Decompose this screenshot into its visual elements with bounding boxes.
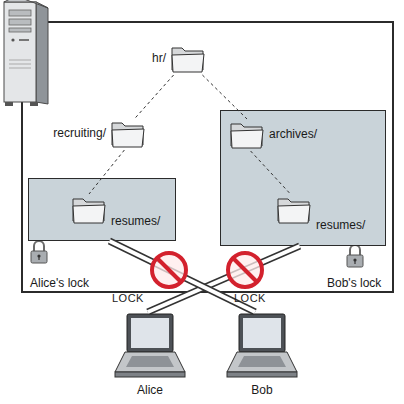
prohibition-sign-part [152, 253, 186, 287]
laptop-keyboard [126, 356, 174, 367]
padlock-icon-part [38, 256, 39, 260]
hierarchy-line [202, 75, 247, 119]
edge-label: LOCK [112, 292, 144, 305]
lock-region: Alice's lockresumes/ [28, 178, 176, 241]
folder-node: archives/ [229, 119, 265, 151]
node-label: Alice [112, 383, 188, 397]
server-tower-part [5, 102, 13, 106]
connector-stroke [202, 75, 247, 119]
folder-front [112, 129, 144, 147]
node-label: resumes/ [111, 214, 160, 228]
connector-stroke [148, 246, 300, 312]
prohibition-sign-part [228, 253, 262, 287]
server-tower-part [9, 68, 31, 69]
laptop-lid [127, 314, 173, 352]
node-label: hr/ [152, 51, 166, 65]
folder-icon [276, 194, 312, 226]
server-tower-part [9, 10, 31, 16]
server-tower-part [9, 64, 31, 65]
folder-icon [71, 194, 107, 226]
laptop-screen [131, 318, 169, 348]
folder-icon [170, 43, 206, 75]
laptop-icon [112, 312, 188, 382]
padlock-icon [31, 241, 47, 263]
laptop-keyboard [238, 356, 286, 367]
server-tower-part [9, 19, 31, 25]
server-tower-part [4, 2, 36, 102]
laptop-lid [239, 314, 285, 352]
lock-request-line [148, 246, 300, 312]
folder-front [278, 205, 310, 223]
server-tower-part [19, 39, 29, 41]
server-tower-part [9, 60, 31, 61]
folder-node: hr/ [170, 43, 206, 75]
server-tower-part [30, 102, 38, 106]
node-label: archives/ [269, 127, 317, 141]
prohibition-sign-part [233, 258, 257, 282]
node-label: recruiting/ [53, 126, 106, 140]
prohibition-sign [228, 253, 262, 287]
server-tower-part [11, 38, 14, 41]
lock-region: Bob's lockarchives/resumes/ [220, 110, 386, 246]
folder-front [231, 130, 263, 148]
server-frame [22, 22, 393, 292]
node-label: resumes/ [316, 218, 365, 232]
laptop-edge [115, 372, 185, 377]
folder-icon [110, 118, 146, 150]
laptop-base [115, 352, 185, 372]
node-label: Alice's lock [30, 276, 89, 290]
folder-node: resumes/ [276, 194, 312, 226]
padlock-icon-part [354, 260, 355, 264]
hierarchy-line [135, 75, 173, 118]
hierarchy-line [89, 150, 124, 194]
laptop-edge [227, 372, 297, 377]
padlock-icon-part [34, 241, 44, 252]
connector-stroke [89, 150, 124, 194]
server-tower [4, 0, 48, 106]
folder-node: resumes/ [71, 194, 107, 226]
connector-stroke [148, 246, 300, 312]
padlock-icon-part [347, 255, 363, 267]
folder-node: recruiting/ [110, 118, 146, 150]
folder-front [73, 205, 105, 223]
padlock-icon-part [350, 245, 360, 256]
laptop-screen [243, 318, 281, 348]
folder-front [172, 54, 204, 72]
node-label: Bob [224, 383, 300, 397]
server-tower-part [36, 2, 48, 104]
edge-label: LOCK [234, 292, 266, 305]
server-tower-part [4, 0, 48, 8]
connector-stroke [251, 151, 291, 194]
folder-icon [229, 119, 265, 151]
laptop-node: Bob [224, 312, 300, 382]
padlock-icon-part [31, 251, 47, 263]
node-label: Bob's lock [327, 276, 381, 290]
laptop-node: Alice [112, 312, 188, 382]
laptop-base [227, 352, 297, 372]
hierarchy-line [251, 151, 291, 194]
server-tower-part [9, 28, 31, 32]
padlock-icon [347, 245, 363, 267]
prohibition-sign [152, 253, 186, 287]
prohibition-sign-part [157, 258, 181, 282]
laptop-icon [224, 312, 300, 382]
connector-stroke [135, 75, 173, 118]
